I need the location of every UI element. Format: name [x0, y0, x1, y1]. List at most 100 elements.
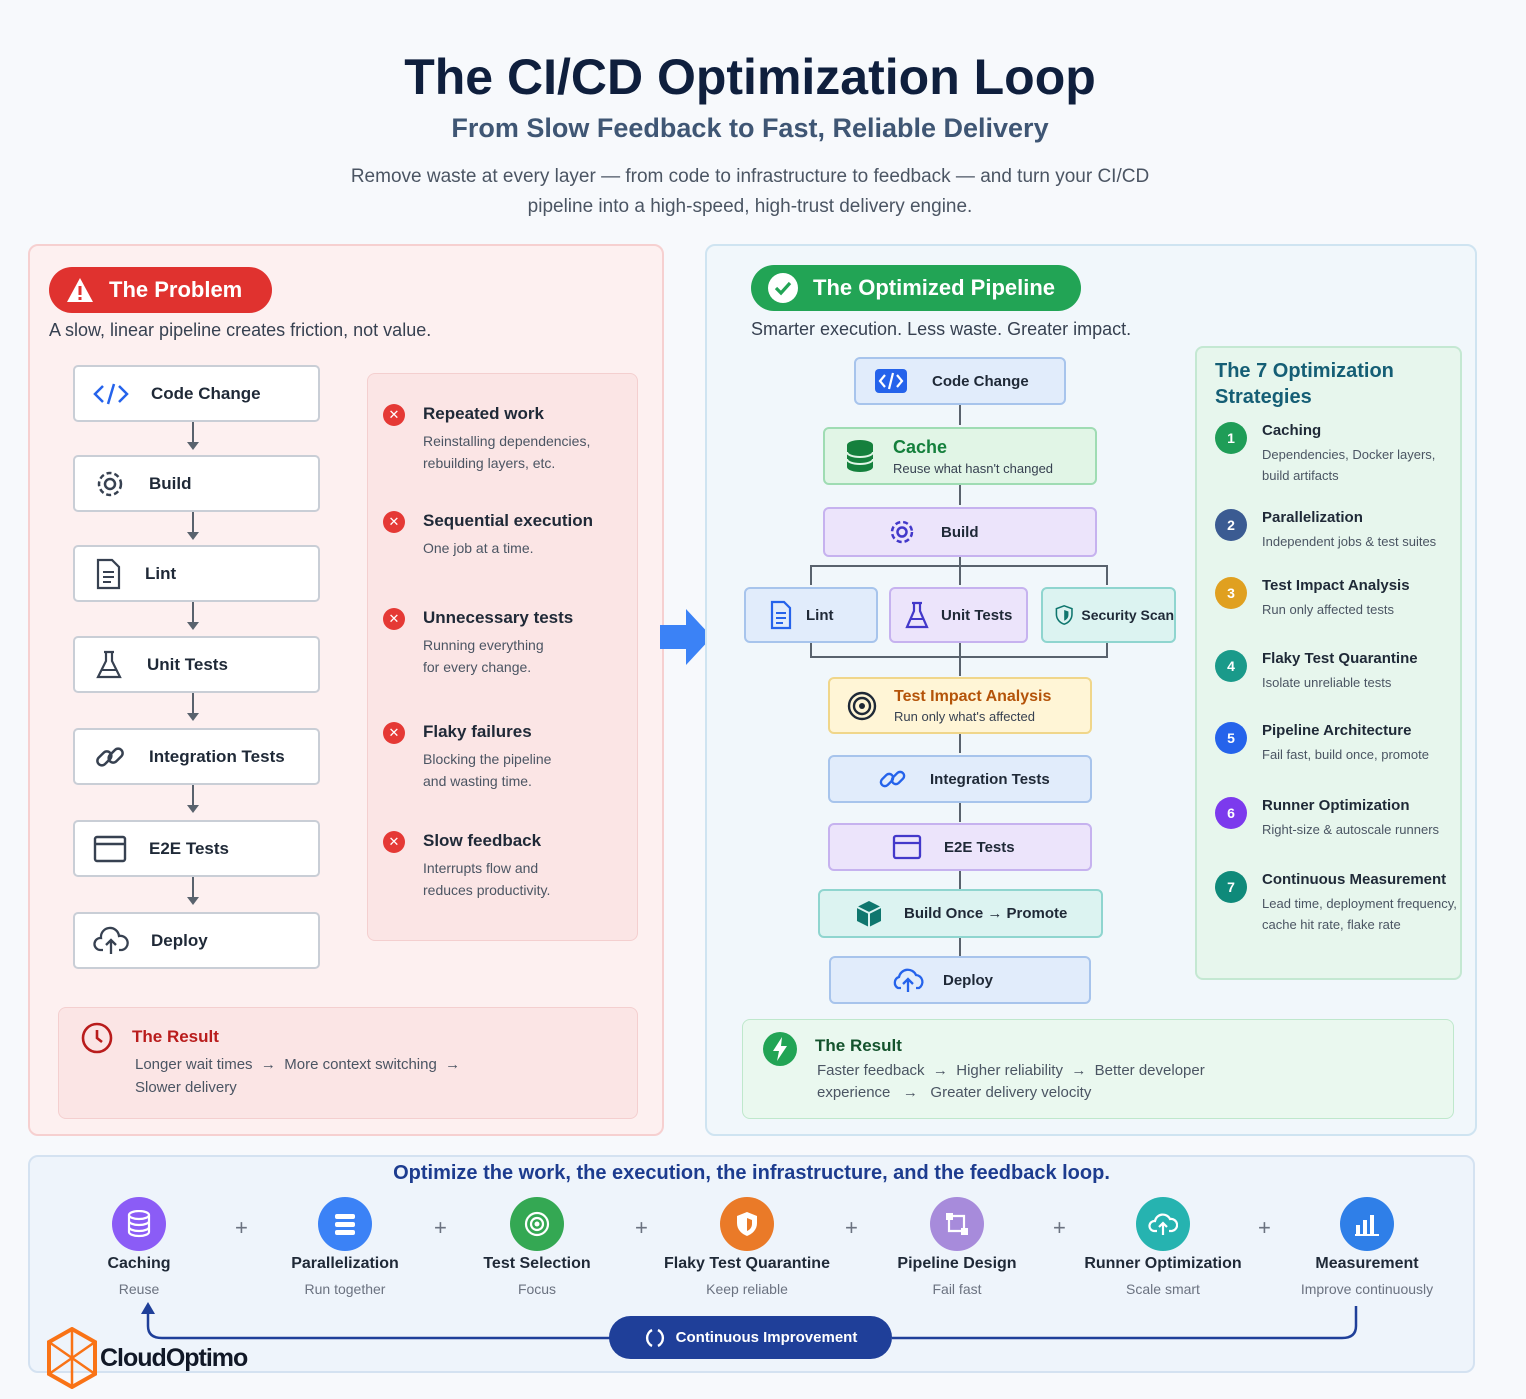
- left-step-label: Lint: [145, 563, 177, 583]
- opt-step-label: Code Change: [932, 372, 1029, 390]
- problem-desc: One job at a time.: [423, 540, 534, 556]
- check-circle-icon: [768, 273, 798, 303]
- error-icon: ✕: [383, 404, 405, 426]
- opt-step-deploy: Deploy: [829, 956, 1091, 1004]
- strategy-name: Pipeline Architecture: [1262, 722, 1412, 739]
- problem-result-line-2: Slower delivery: [135, 1079, 237, 1096]
- problem-title: Repeated work: [423, 404, 544, 423]
- cloud-upload-icon: [893, 968, 924, 992]
- problem-item: ✕ Sequential execution One job at a time…: [383, 511, 633, 556]
- optimized-lead: Smarter execution. Less waste. Greater i…: [751, 319, 1132, 339]
- problem-item: ✕ Repeated work Reinstalling dependencie…: [383, 404, 633, 471]
- bottom-item-sub: Fail fast: [932, 1281, 982, 1297]
- bottom-item-label: Pipeline Design: [897, 1255, 1017, 1272]
- error-icon: ✕: [383, 831, 405, 853]
- package-icon: [856, 900, 882, 927]
- left-step-e2e-tests: E2E Tests: [73, 820, 320, 877]
- opt-step-cache: Cache Reuse what hasn't changed: [823, 427, 1097, 485]
- opt-step-label: Lint: [806, 606, 834, 624]
- opt-step-build-once: Build Once → Promote: [818, 889, 1103, 938]
- strategy-name: Test Impact Analysis: [1262, 577, 1410, 594]
- error-icon: ✕: [383, 722, 405, 744]
- page-subtitle: From Slow Feedback to Fast, Reliable Del…: [451, 113, 1049, 143]
- strategy-name: Flaky Test Quarantine: [1262, 650, 1418, 667]
- bottom-item-label: Test Selection: [483, 1255, 591, 1272]
- left-step-build: Build: [73, 455, 320, 512]
- error-icon: ✕: [383, 511, 405, 533]
- left-step-integration-tests: Integration Tests: [73, 728, 320, 785]
- opt-step-build: Build: [823, 507, 1097, 557]
- strategy-name: Continuous Measurement: [1262, 871, 1447, 888]
- logo-icon: [47, 1327, 97, 1389]
- strategy-number: 6: [1215, 797, 1247, 829]
- strategy-desc: Dependencies, Docker layers, build artif…: [1262, 447, 1436, 483]
- opt-step-label: Deploy: [943, 971, 994, 989]
- opt-step-lint: Lint: [744, 587, 878, 643]
- plus-sign: +: [235, 1215, 248, 1240]
- shield-icon: [720, 1197, 774, 1251]
- bottom-item-sub: Focus: [517, 1281, 557, 1297]
- opt-step-test-impact: Test Impact Analysis Run only what's aff…: [828, 677, 1092, 734]
- tia-desc: Run only what's affected: [894, 708, 1035, 724]
- link-icon: [96, 746, 124, 767]
- strategy-desc: Lead time, deployment frequency, cache h…: [1262, 896, 1457, 932]
- cloud-icon: [1136, 1197, 1190, 1251]
- plus-sign: +: [1053, 1215, 1066, 1240]
- problems-card: [367, 373, 638, 941]
- opt-step-label: Integration Tests: [930, 770, 1050, 788]
- problem-title: Sequential execution: [423, 511, 594, 530]
- opt-step-security-scan: Security Scan: [1041, 587, 1176, 643]
- strategy-name: Caching: [1262, 422, 1322, 439]
- warning-icon: [67, 278, 93, 302]
- left-step-label: Unit Tests: [147, 654, 228, 674]
- document-icon: [770, 600, 792, 630]
- left-step-deploy: Deploy: [73, 912, 320, 969]
- bottom-item-label: Caching: [107, 1255, 171, 1272]
- optimized-result-card: [742, 1019, 1454, 1119]
- opt-step-label: E2E Tests: [944, 838, 1015, 856]
- description-line-1: Remove waste at every layer — from code …: [350, 166, 1150, 187]
- plus-sign: +: [635, 1215, 648, 1240]
- strategy-name: Runner Optimization: [1262, 797, 1410, 814]
- problem-badge-label: The Problem: [109, 277, 243, 302]
- problem-result-title: The Result: [132, 1027, 219, 1046]
- left-step-label: E2E Tests: [149, 838, 230, 858]
- gear-icon: [97, 471, 123, 496]
- error-icon: ✕: [383, 608, 405, 630]
- problem-desc: Reinstalling dependencies,rebuilding lay…: [423, 433, 591, 471]
- window-icon: [892, 834, 922, 860]
- build-once-label: Build Once → Promote: [904, 905, 1068, 922]
- continuous-improvement-badge: Continuous Improvement: [609, 1316, 892, 1359]
- gear-icon: [890, 520, 914, 544]
- flow-icon: [930, 1197, 984, 1251]
- bottom-item-label: Measurement: [1315, 1255, 1419, 1272]
- page-title: The CI/CD Optimization Loop: [404, 49, 1096, 105]
- left-step-label: Deploy: [151, 930, 208, 950]
- strategy-desc: Run only affected tests: [1262, 602, 1395, 617]
- problem-badge: The Problem: [49, 267, 272, 313]
- plus-sign: +: [1258, 1215, 1271, 1240]
- bottom-item-sub: Keep reliable: [706, 1281, 788, 1297]
- database-icon: [112, 1197, 166, 1251]
- code-icon: [93, 383, 129, 404]
- chart-icon: [1340, 1197, 1394, 1251]
- strategy-number: 7: [1215, 871, 1247, 903]
- left-step-unit-tests: Unit Tests: [73, 636, 320, 693]
- target-icon: [510, 1197, 564, 1251]
- strategy-desc: Right-size & autoscale runners: [1262, 822, 1440, 837]
- document-icon: [96, 558, 121, 589]
- strategy-desc: Fail fast, build once, promote: [1262, 747, 1429, 762]
- description-line-2: pipeline into a high-speed, high-trust d…: [527, 196, 973, 217]
- left-step-label: Integration Tests: [149, 746, 285, 766]
- problem-title: Flaky failures: [423, 722, 532, 741]
- opt-step-unit-tests: Unit Tests: [889, 587, 1028, 643]
